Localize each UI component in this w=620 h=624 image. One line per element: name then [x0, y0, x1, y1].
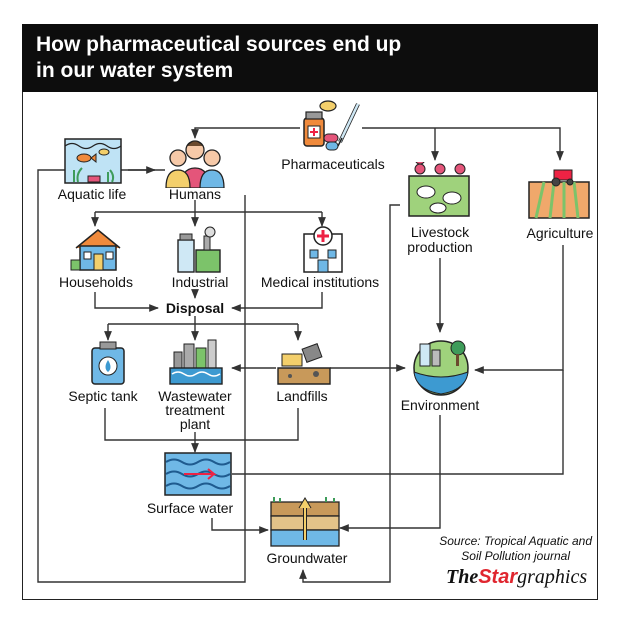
surface-water-icon: [164, 452, 232, 496]
medical-institutions-icon: [303, 226, 343, 273]
surface-water-label: Surface water: [146, 500, 234, 516]
wastewater-label-line-2: treatment: [165, 402, 225, 418]
humans-label: Humans: [168, 186, 222, 202]
medical-institutions-label: Medical institutions: [260, 274, 380, 290]
environment-icon: [413, 340, 469, 396]
environment-label: Environment: [400, 397, 480, 413]
livestock-label-line-2: production: [407, 239, 473, 255]
wastewater-plant-icon: [169, 339, 223, 385]
households-label: Households: [59, 274, 133, 290]
aquatic-life-label: Aquatic life: [57, 186, 127, 202]
livestock-label-line-1: Livestock: [410, 224, 470, 240]
brand-logo: TheStargraphics: [446, 566, 587, 589]
brand-the: The: [446, 566, 479, 588]
humans-icon: [165, 140, 225, 188]
industrial-icon: [177, 226, 221, 273]
pharmaceuticals-label: Pharmaceuticals: [281, 156, 385, 172]
agriculture-icon: [528, 169, 590, 219]
industrial-label: Industrial: [171, 274, 229, 290]
agriculture-label: Agriculture: [526, 225, 594, 241]
livestock-icon: [408, 162, 470, 217]
title-line-1: How pharmaceutical sources end up: [36, 33, 402, 56]
brand-graphics: graphics: [517, 566, 588, 588]
landfills-icon: [277, 343, 331, 385]
aquatic-life-icon: [64, 138, 122, 184]
landfills-label: Landfills: [276, 388, 328, 404]
wastewater-label-line-1: Wastewater: [158, 388, 232, 404]
septic-tank-icon: [91, 341, 125, 385]
wastewater-label-line-3: plant: [179, 416, 211, 432]
title-line-2: in our water system: [36, 59, 234, 82]
pharmaceuticals-icon: [303, 100, 360, 151]
source-line-1: Source: Tropical Aquatic and: [439, 534, 592, 548]
groundwater-icon: [270, 497, 340, 547]
septic-tank-label: Septic tank: [68, 388, 138, 404]
disposal-label: Disposal: [165, 300, 225, 316]
groundwater-label: Groundwater: [266, 550, 348, 566]
source-line-2: Soil Pollution journal: [461, 549, 570, 563]
brand-star: Star: [478, 566, 518, 588]
header-title: How pharmaceutical sources end up in our…: [22, 24, 598, 92]
households-icon: [70, 229, 121, 271]
